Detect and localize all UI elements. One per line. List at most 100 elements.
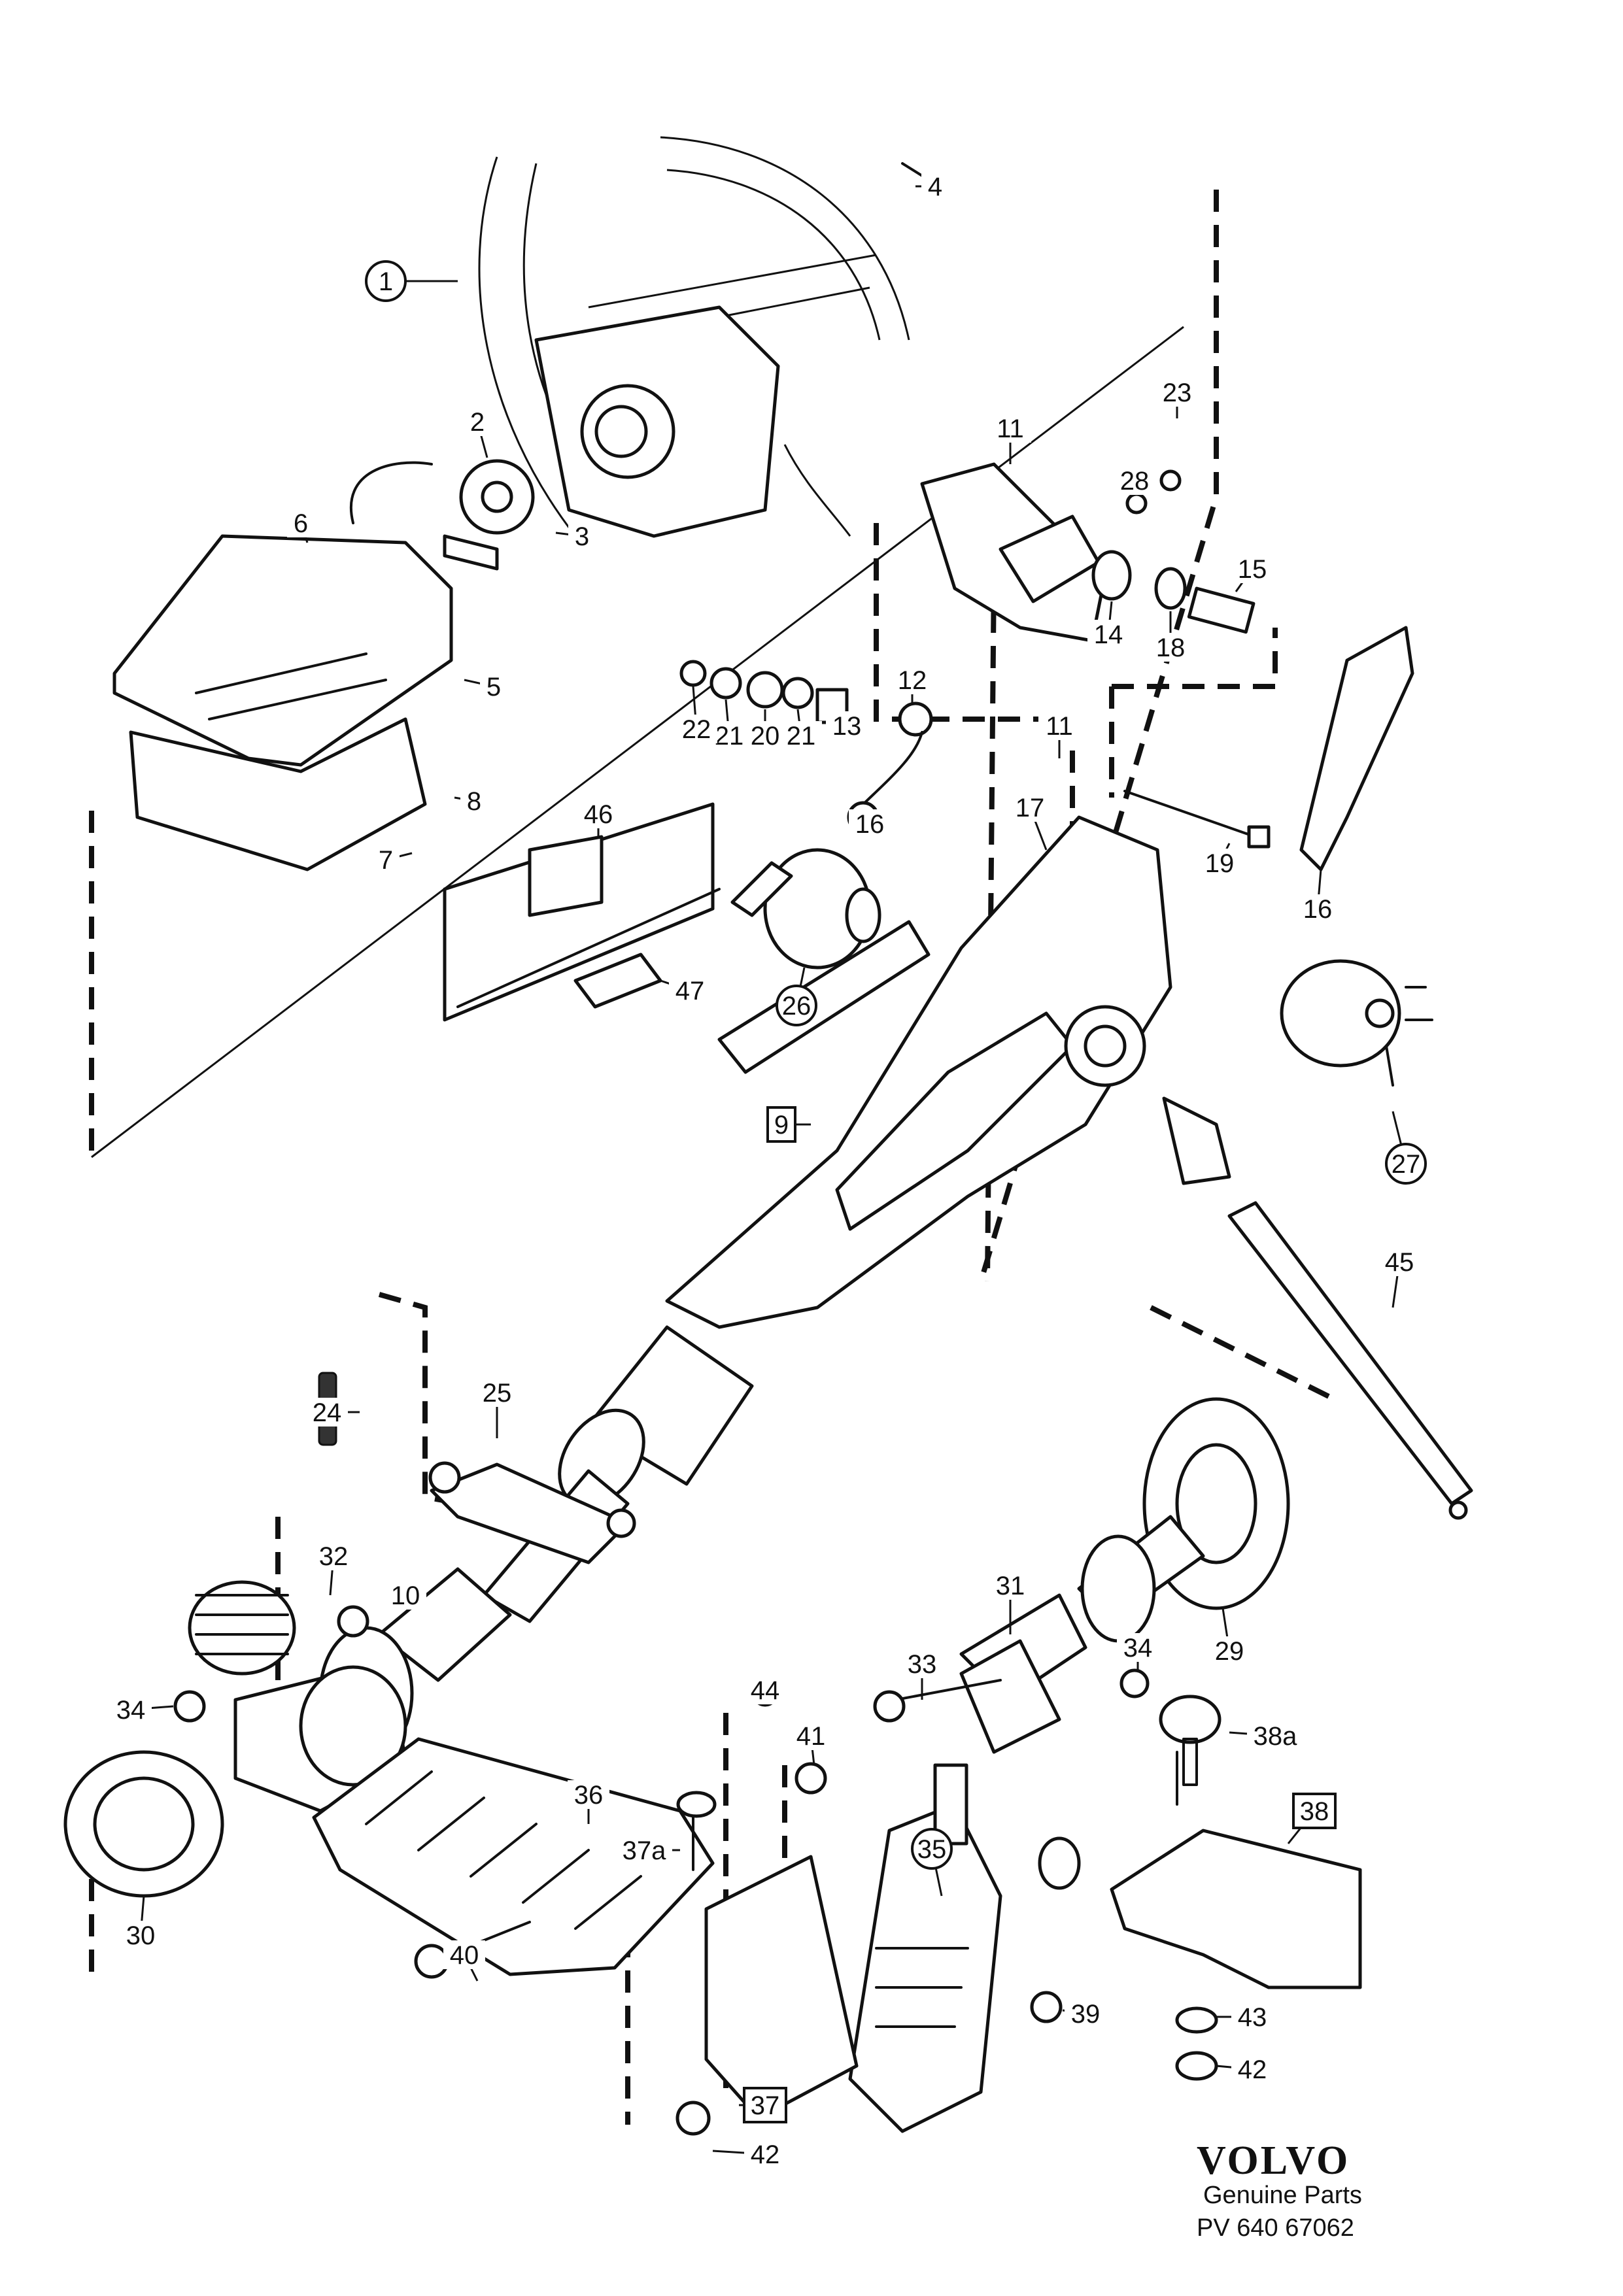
rubber-boot bbox=[63, 1580, 296, 1898]
callout-bg bbox=[921, 172, 949, 201]
callout-bg bbox=[306, 1398, 348, 1427]
callout-label: 27 bbox=[1392, 1150, 1421, 1179]
callout-bg bbox=[744, 2140, 786, 2169]
callout-c20: 20 bbox=[744, 709, 786, 751]
callout-label: 13 bbox=[832, 712, 862, 741]
callout-c6: 6 bbox=[287, 509, 315, 543]
callout-bg bbox=[1114, 466, 1155, 495]
callout-c35: 35 bbox=[911, 1828, 953, 1897]
callout-label: 22 bbox=[682, 715, 711, 744]
detail-inset bbox=[443, 802, 721, 1022]
callout-box bbox=[1292, 1793, 1337, 1829]
callout-label: 47 bbox=[675, 977, 705, 1005]
callout-label: 34 bbox=[1123, 1634, 1153, 1663]
callout-label: 36 bbox=[574, 1781, 604, 1810]
lower-bearing-bracket bbox=[233, 1665, 407, 1813]
callout-c28: 28 bbox=[1114, 466, 1155, 498]
callout-bg bbox=[901, 1649, 943, 1678]
steering-wheel bbox=[478, 136, 910, 538]
callout-label: 35 bbox=[917, 1835, 947, 1864]
callout-label: 26 bbox=[782, 992, 811, 1021]
callout-label: 19 bbox=[1205, 849, 1235, 878]
callout-bg bbox=[1117, 1633, 1159, 1662]
column-tube bbox=[482, 1325, 754, 1623]
callout-label: 46 bbox=[584, 800, 613, 829]
callout-label: 3 bbox=[575, 522, 589, 551]
callout-c45: 45 bbox=[1378, 1247, 1420, 1308]
callout-label: 42 bbox=[1238, 2055, 1267, 2084]
brand-block: VOLVO Genuine Parts PV 640 67062 bbox=[1197, 2138, 1362, 2242]
adjust-lever bbox=[1123, 626, 1414, 871]
part-code: PV 640 67062 bbox=[1197, 2214, 1354, 2242]
callout-label: 9 bbox=[774, 1111, 789, 1140]
callout-label: 4 bbox=[928, 173, 942, 201]
callout-c13: 13 bbox=[826, 711, 868, 741]
callout-bg bbox=[568, 1780, 609, 1809]
callout-bg bbox=[120, 1921, 162, 1950]
callout-c26: 26 bbox=[776, 967, 817, 1026]
volvo-logo: VOLVO bbox=[1197, 2138, 1350, 2183]
callout-label: 1 bbox=[379, 267, 393, 296]
steering-column-housing bbox=[665, 815, 1172, 1329]
callout-label: 18 bbox=[1156, 633, 1186, 662]
shaft-clamp bbox=[428, 1461, 636, 1564]
heat-shield bbox=[312, 1737, 715, 1976]
callout-label: 6 bbox=[294, 509, 308, 538]
callout-bg bbox=[1156, 378, 1198, 407]
callout-c21b: 21 bbox=[780, 709, 822, 751]
callout-label: 39 bbox=[1071, 2000, 1101, 2029]
intermediate-shaft bbox=[959, 1397, 1290, 1754]
callout-bg bbox=[287, 509, 315, 537]
callout-bg bbox=[1150, 633, 1191, 662]
callout-label: 17 bbox=[1016, 794, 1045, 822]
callout-bg bbox=[460, 786, 488, 815]
callout-c46: 46 bbox=[577, 800, 619, 837]
callout-bg bbox=[891, 666, 933, 694]
callout-label: 12 bbox=[898, 666, 927, 695]
callout-bg bbox=[1065, 1999, 1106, 2028]
callout-label: 14 bbox=[1094, 620, 1123, 649]
callout-circle bbox=[776, 985, 817, 1026]
callout-label: 30 bbox=[126, 1921, 156, 1950]
callout-bg bbox=[1208, 1636, 1250, 1665]
steering-gear bbox=[704, 1763, 1002, 2133]
callout-label: 16 bbox=[855, 810, 885, 839]
callout-c16a: 16 bbox=[849, 809, 891, 839]
callout-c23: 23 bbox=[1156, 378, 1198, 418]
callout-bg bbox=[443, 1940, 485, 1969]
callout-label: 41 bbox=[796, 1722, 826, 1751]
callout-c30: 30 bbox=[120, 1895, 162, 1950]
callout-label: 7 bbox=[379, 846, 393, 875]
callout-label: 16 bbox=[1303, 895, 1333, 924]
callout-bg bbox=[790, 1721, 832, 1750]
callout-bg bbox=[372, 845, 400, 874]
callout-bg bbox=[577, 800, 619, 828]
callout-c37: 37 bbox=[739, 2087, 787, 2123]
callout-label: 38 bbox=[1300, 1797, 1329, 1826]
callout-c3: 3 bbox=[555, 522, 596, 551]
callout-label: 37a bbox=[623, 1836, 666, 1865]
callout-label: 42 bbox=[751, 2140, 780, 2169]
callout-c22: 22 bbox=[675, 686, 717, 744]
callout-c33: 33 bbox=[901, 1649, 943, 1700]
callout-label: 29 bbox=[1215, 1637, 1244, 1666]
column-shroud bbox=[112, 534, 453, 871]
callout-label: 32 bbox=[319, 1542, 349, 1571]
callout-bg bbox=[1247, 1721, 1303, 1750]
release-rod bbox=[1162, 1096, 1473, 1520]
callout-label: 20 bbox=[751, 722, 780, 751]
callout-bg bbox=[780, 721, 822, 750]
callout-label: 8 bbox=[467, 787, 481, 816]
callout-bg bbox=[675, 715, 717, 743]
callout-c39: 39 bbox=[1062, 1999, 1106, 2029]
callout-label: 11 bbox=[997, 414, 1024, 443]
ignition-switch bbox=[1280, 959, 1433, 1087]
callout-c16b: 16 bbox=[1297, 869, 1339, 924]
callout-c31: 31 bbox=[989, 1571, 1031, 1634]
callout-c9: 9 bbox=[766, 1106, 811, 1143]
callout-bg bbox=[1231, 2055, 1273, 2084]
callout-label: 21 bbox=[787, 722, 816, 751]
callout-label: 40 bbox=[450, 1941, 479, 1970]
callout-bg bbox=[616, 1836, 672, 1865]
callout-bg bbox=[849, 809, 891, 838]
